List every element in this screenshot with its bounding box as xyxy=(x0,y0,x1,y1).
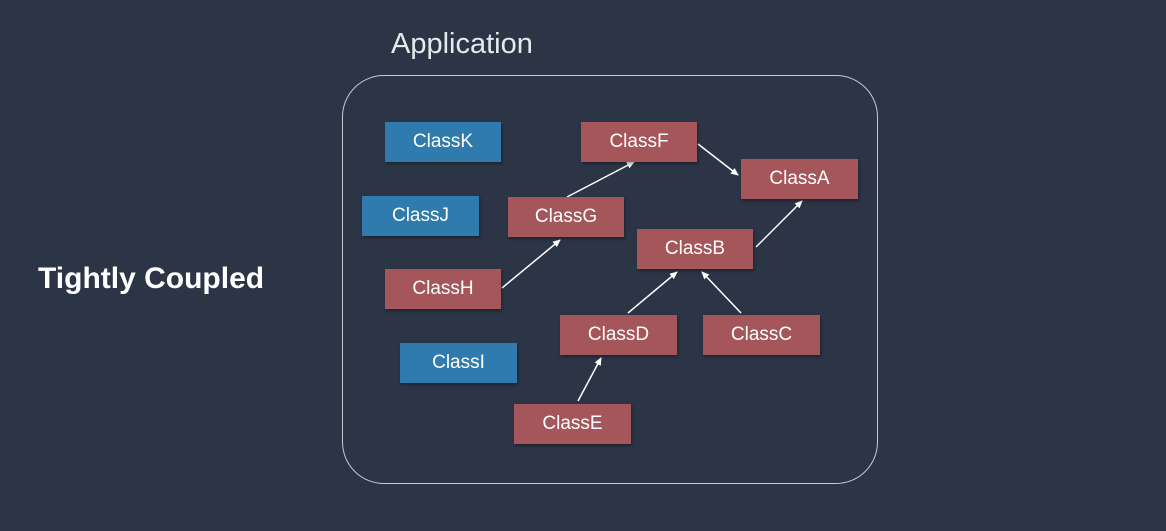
class-b-box: ClassB xyxy=(637,229,753,269)
class-d-box: ClassD xyxy=(560,315,677,355)
headline: Tightly Coupled xyxy=(38,262,265,295)
class-j-box: ClassJ xyxy=(362,196,479,236)
class-g-box: ClassG xyxy=(508,197,624,237)
application-container xyxy=(342,75,878,484)
arrow-classc-to-classb xyxy=(701,271,742,314)
arrow-classh-to-classg xyxy=(501,239,561,289)
class-i-box: ClassI xyxy=(400,343,517,383)
class-a-box: ClassA xyxy=(741,159,858,199)
arrow-classd-to-classb xyxy=(627,271,678,314)
class-h-box: ClassH xyxy=(385,269,501,309)
class-e-box: ClassE xyxy=(514,404,631,444)
class-f-box: ClassF xyxy=(581,122,697,162)
application-title: Application xyxy=(391,28,533,60)
arrow-classe-to-classd xyxy=(577,357,602,402)
class-c-box: ClassC xyxy=(703,315,820,355)
class-k-box: ClassK xyxy=(385,122,501,162)
arrow-classg-to-classf xyxy=(566,161,635,198)
arrow-classb-to-classa xyxy=(755,200,803,248)
arrow-classf-to-classa xyxy=(697,143,739,176)
